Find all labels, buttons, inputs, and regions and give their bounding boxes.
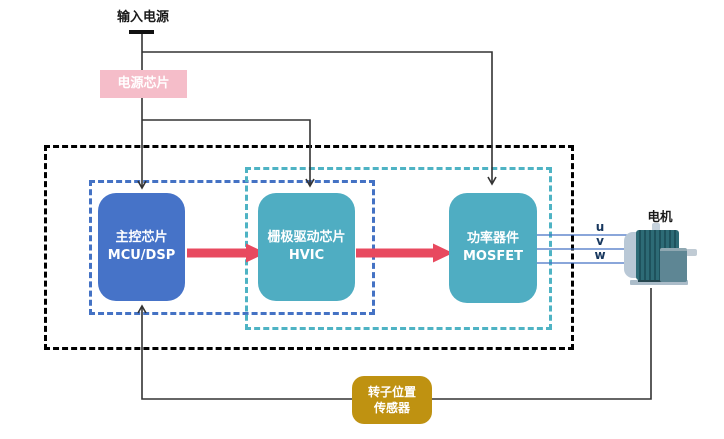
motor-label: 电机 bbox=[647, 209, 673, 224]
gate-driver-label-line1: 栅极驱动芯片 bbox=[267, 229, 346, 245]
arrow-mcu-to-gatedriver bbox=[187, 243, 266, 263]
rotor-sensor-label-line1: 转子位置 bbox=[367, 384, 416, 399]
rotor-sensor-block[interactable]: 转子位置 传感器 bbox=[352, 376, 432, 424]
arrow-gatedriver-to-mosfet bbox=[356, 243, 453, 263]
phase-u-label: u bbox=[595, 220, 605, 234]
gate-driver-block[interactable]: 栅极驱动芯片 HVIC bbox=[258, 193, 355, 301]
motor-top-nub bbox=[652, 223, 660, 231]
power-device-label-line2: MOSFET bbox=[463, 249, 523, 264]
power-device-block[interactable]: 功率器件 MOSFET bbox=[449, 193, 537, 303]
controller-group-outline bbox=[44, 145, 574, 350]
mcu-driver-group-outline bbox=[89, 180, 375, 315]
input-power-label: 输入电源 bbox=[116, 10, 169, 25]
motor-icon bbox=[620, 222, 700, 286]
phase-w-label: w bbox=[594, 248, 606, 262]
motor-base bbox=[630, 280, 688, 285]
mcu-block[interactable]: 主控芯片 MCU/DSP bbox=[98, 193, 185, 301]
phase-wires bbox=[537, 234, 627, 264]
motor-junction-box bbox=[660, 248, 687, 282]
motor-shaft bbox=[686, 249, 697, 256]
mcu-label-line1: 主控芯片 bbox=[115, 229, 168, 245]
power-device-label-line1: 功率器件 bbox=[466, 230, 519, 246]
power-chip-label: 电源芯片 bbox=[117, 75, 170, 91]
mcu-label-line2: MCU/DSP bbox=[107, 248, 176, 263]
wire-powerchip-to-gatedriver bbox=[142, 119, 315, 188]
phase-v-label: v bbox=[596, 234, 604, 248]
wire-source-to-mosfet bbox=[142, 51, 497, 186]
gate-driver-label-line2: HVIC bbox=[288, 248, 325, 263]
rotor-sensor-label-line2: 传感器 bbox=[373, 401, 410, 415]
power-source-bar-icon bbox=[129, 30, 154, 34]
power-chip-block[interactable]: 电源芯片 bbox=[100, 70, 187, 98]
